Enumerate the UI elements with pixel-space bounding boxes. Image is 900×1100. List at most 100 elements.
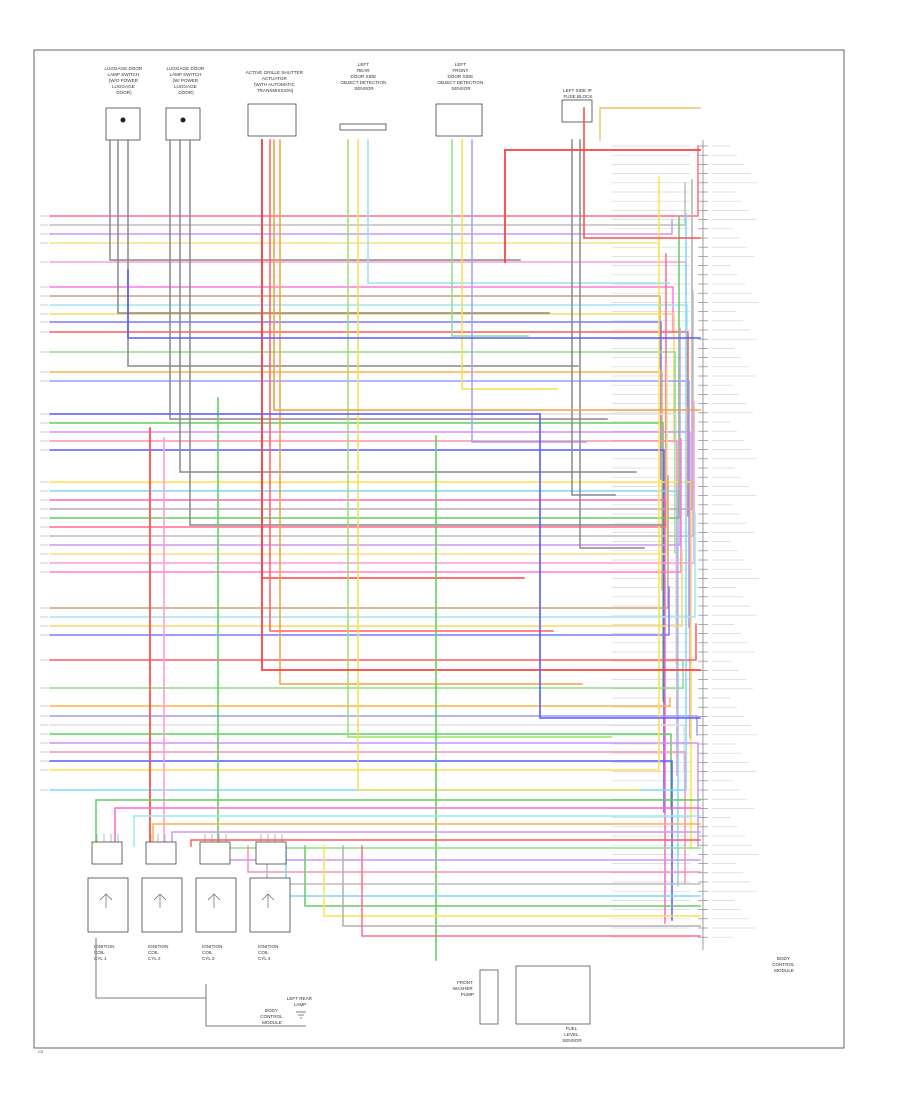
wire-drop [279,139,583,685]
fuel-sensor-label: FUEL LEVEL SENSOR [562,1026,582,1043]
wire-drop [179,139,637,473]
top-component-boxes [105,99,593,141]
wire-run [49,371,663,591]
wire-drop [127,139,579,367]
rear-sensor-body [339,123,387,131]
wire-run [49,733,672,810]
wire-drop [579,139,645,549]
coil-4-label: IGNITION COIL CYL 4 [258,944,280,961]
wire-run [49,364,668,555]
wire-run [49,216,680,519]
coil-3-connector [199,841,231,865]
wire-run [49,499,666,924]
wire-run [49,286,674,332]
switch-icons [120,117,186,123]
wire-run [49,512,696,618]
coil-harness-wire [342,845,701,927]
wire-drop [109,139,521,261]
wire-run [49,490,679,887]
luggage-switch-1-body [105,107,141,141]
comp-label-left-side-ip-fuse-block: LEFT SIDE IP FUSE BLOCK [563,88,593,99]
wire-drop [571,139,616,496]
module-name-label: BODY CONTROL MODULE [772,956,796,973]
wire-run [49,623,697,661]
comp-label-left-front-door-sensor: LEFT FRONT DOOR SIDE OBJECT DETECTION SE… [437,62,484,91]
wire-run [49,290,694,537]
wire-drop [189,139,666,526]
wire-run [49,242,660,258]
wire-run [49,438,682,573]
wire-drop [357,139,641,791]
bus-wire [583,107,701,239]
wire-drop [269,139,554,632]
wire-run [49,586,670,636]
left-rear-lamp-label: LEFT REAR LAMP [287,996,313,1007]
bus-wire [599,107,701,141]
bus-wire [127,269,701,339]
comp-label-left-rear-door-sensor: LEFT REAR DOOR SIDE OBJECT DETECTION SEN… [340,62,387,91]
wire-run [49,549,683,627]
washer-pump-body [479,969,499,1025]
coil-harness-wire [266,845,701,885]
bus-wire [49,413,701,719]
wire-run [49,351,676,554]
coil-harness-wire [247,845,701,873]
top-component-labels: LUGGAGE DOOR LAMP SWITCH (W/O POWER LUGG… [104,62,593,99]
coil-harness-wire [190,839,701,847]
coil-2-label: IGNITION COIL CYL 2 [148,944,170,961]
bottom-misc-labels: FRONT WASHER PUMP FUEL LEVEL SENSOR BODY… [38,956,796,1054]
wire-drop [451,139,529,337]
coil-feed-wire [261,139,701,671]
wire-run [49,295,661,369]
bottom-component-labels: IGNITION COIL CYL 1 IGNITION COIL CYL 2 … [94,944,280,961]
coil-4-connector [255,841,287,865]
wire-run [49,401,695,564]
ignition-coils [87,841,291,933]
wire-run [49,321,662,480]
ground-symbol-icon [296,1011,306,1019]
wire-run [49,431,691,739]
wire-run [49,331,689,517]
wire-run [49,179,693,510]
wire-drop [347,139,612,738]
grille-shutter-body [247,103,297,137]
wire-run [49,304,688,406]
bottom-middle-components [95,938,591,1027]
wire-run [49,449,665,813]
wire-run [49,724,685,773]
diagram-border [33,49,845,1049]
front-sensor-body [435,103,483,137]
coil-harness-wire [285,845,701,897]
wire-drop [471,139,587,443]
coil-4-winding-icon [261,893,275,908]
coil-harness-wire [133,815,701,847]
coil-feed-wire [273,139,701,411]
coil-2-body [141,877,183,933]
bottom-module-label: BODY CONTROL MODULE [260,1008,284,1025]
coil-harness-wire [361,845,701,937]
wire-run [49,176,660,771]
switch-2-icon [180,117,186,123]
coil-harness-wire [304,845,701,907]
wire-run [49,213,687,791]
luggage-switch-2-body [165,107,201,141]
coil-harness-wire [171,831,701,847]
comp-label-active-grille-shutter: ACTIVE GRILLE SHUTTER ACTUATOR (WITH AUT… [246,70,304,93]
comp-label-luggage-door-lamp-switch-2: LUGGAGE DOOR LAMP SWITCH (W/ POWER LUGGA… [166,66,205,95]
left-wire-labels [40,215,48,791]
bcm-pin-ticks [96,145,708,938]
wire-run [49,313,675,443]
fuse-block-body [561,99,593,123]
coil-1-winding-icon [99,893,113,908]
wire-run [49,742,699,847]
wire-run [49,760,673,921]
wire-drop [261,139,525,579]
coil-1-body [87,877,129,933]
wire-run [49,219,673,235]
wire-drop [169,139,608,420]
coil-3-winding-icon [207,893,221,908]
washer-pump-label: FRONT WASHER PUMP [453,980,474,997]
wire-run [49,327,681,546]
